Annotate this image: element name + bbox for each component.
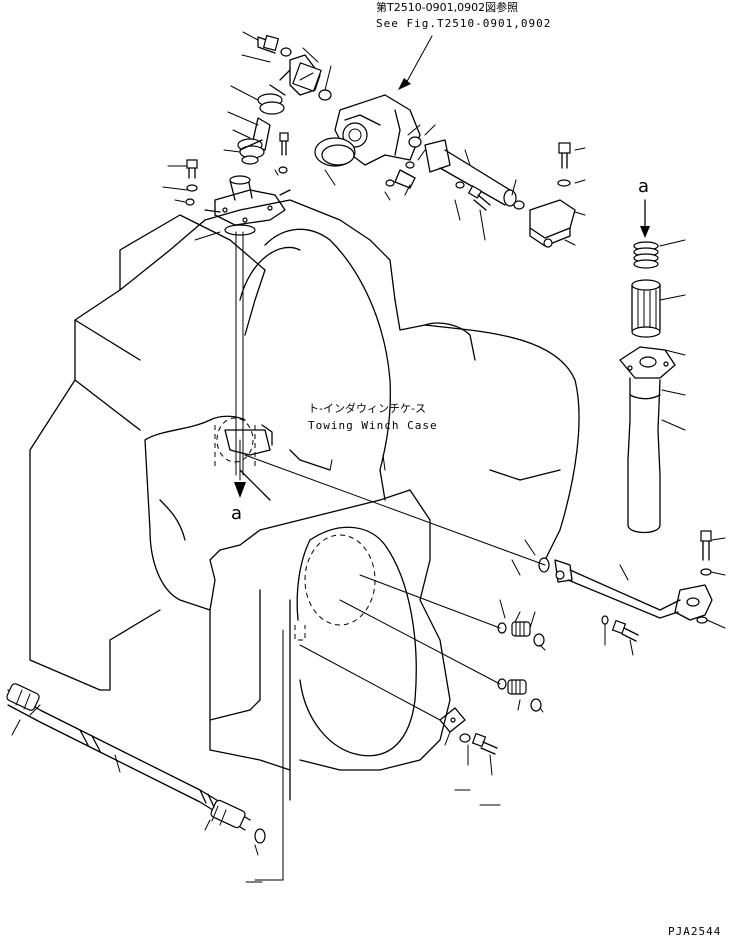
- case-bearing-bore: [214, 417, 376, 641]
- top-flange-assembly: [185, 34, 322, 236]
- drawing-number: PJA2544: [668, 925, 722, 938]
- right-cover: [529, 142, 576, 248]
- case-label-jp: ト-インダウィンチケ-ス: [308, 402, 426, 415]
- cross-pipe: [424, 139, 525, 211]
- hose-assembly: [6, 683, 266, 844]
- reference-label-en: See Fig.T2510-0901,0902: [376, 17, 552, 30]
- plug-fittings: [439, 621, 545, 755]
- marker-a-mid: a: [231, 503, 243, 524]
- marker-a-top: a: [638, 176, 650, 197]
- valve-assembly: [314, 89, 422, 189]
- strainer-assembly: [619, 199, 676, 534]
- return-pipe: [538, 530, 713, 642]
- leader-lines: [11, 31, 726, 883]
- case-label-en: Towing Winch Case: [308, 419, 438, 432]
- towing-winch-case-body: [29, 199, 580, 801]
- case-top-port: [224, 424, 273, 456]
- reference-label-jp: 第T2510-0901,0902図参照: [376, 1, 519, 14]
